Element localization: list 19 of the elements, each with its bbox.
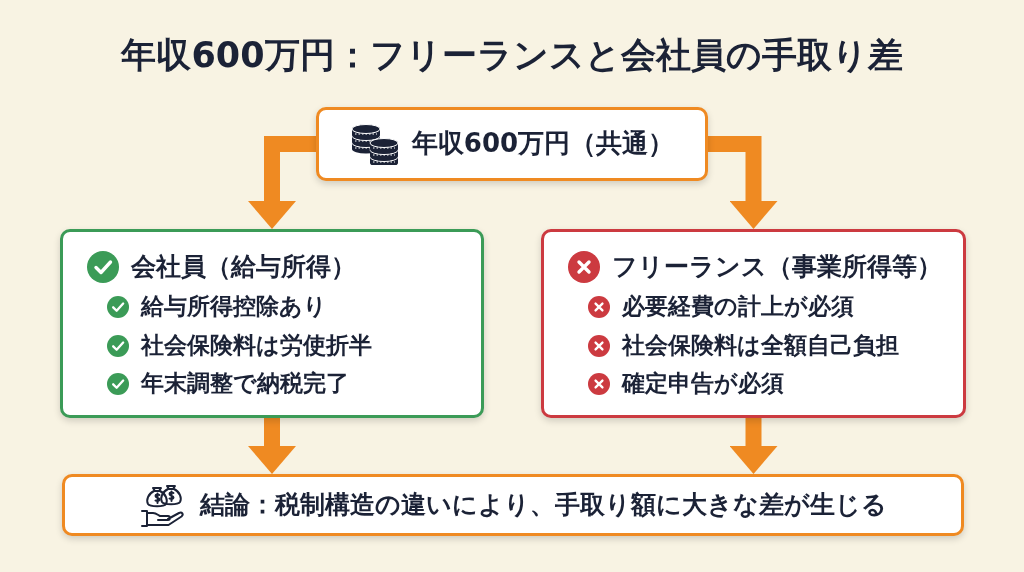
title: 年収600万円：フリーランスと会社員の手取り差 (121, 34, 903, 77)
arrow (248, 136, 316, 229)
arrow (729, 418, 778, 474)
freelancer-box (541, 229, 966, 418)
box-heading: 年収600万円（共通） (411, 128, 675, 160)
list-item: 給与所得控除あり (141, 293, 327, 321)
list-item: 社会保険料は全額自己負担 (622, 331, 899, 360)
arrow (248, 418, 296, 474)
income-box (316, 107, 708, 181)
list-item: 確定申告が必須 (622, 370, 784, 398)
employee-box (60, 229, 484, 418)
box-heading: 会社員（給与所得） (131, 252, 356, 282)
list-item: 社会保険料は労使折半 (141, 331, 372, 360)
conclusion-box (62, 474, 964, 536)
list-item: 必要経費の計上が必須 (622, 293, 854, 321)
box-heading: フリーランス（事業所得等） (612, 252, 942, 282)
arrow (708, 136, 778, 229)
list-item: 年末調整で納税完了 (141, 370, 349, 398)
conclusion-text: 結論：税制構造の違いにより、手取り額に大きな差が生じる (199, 490, 887, 520)
